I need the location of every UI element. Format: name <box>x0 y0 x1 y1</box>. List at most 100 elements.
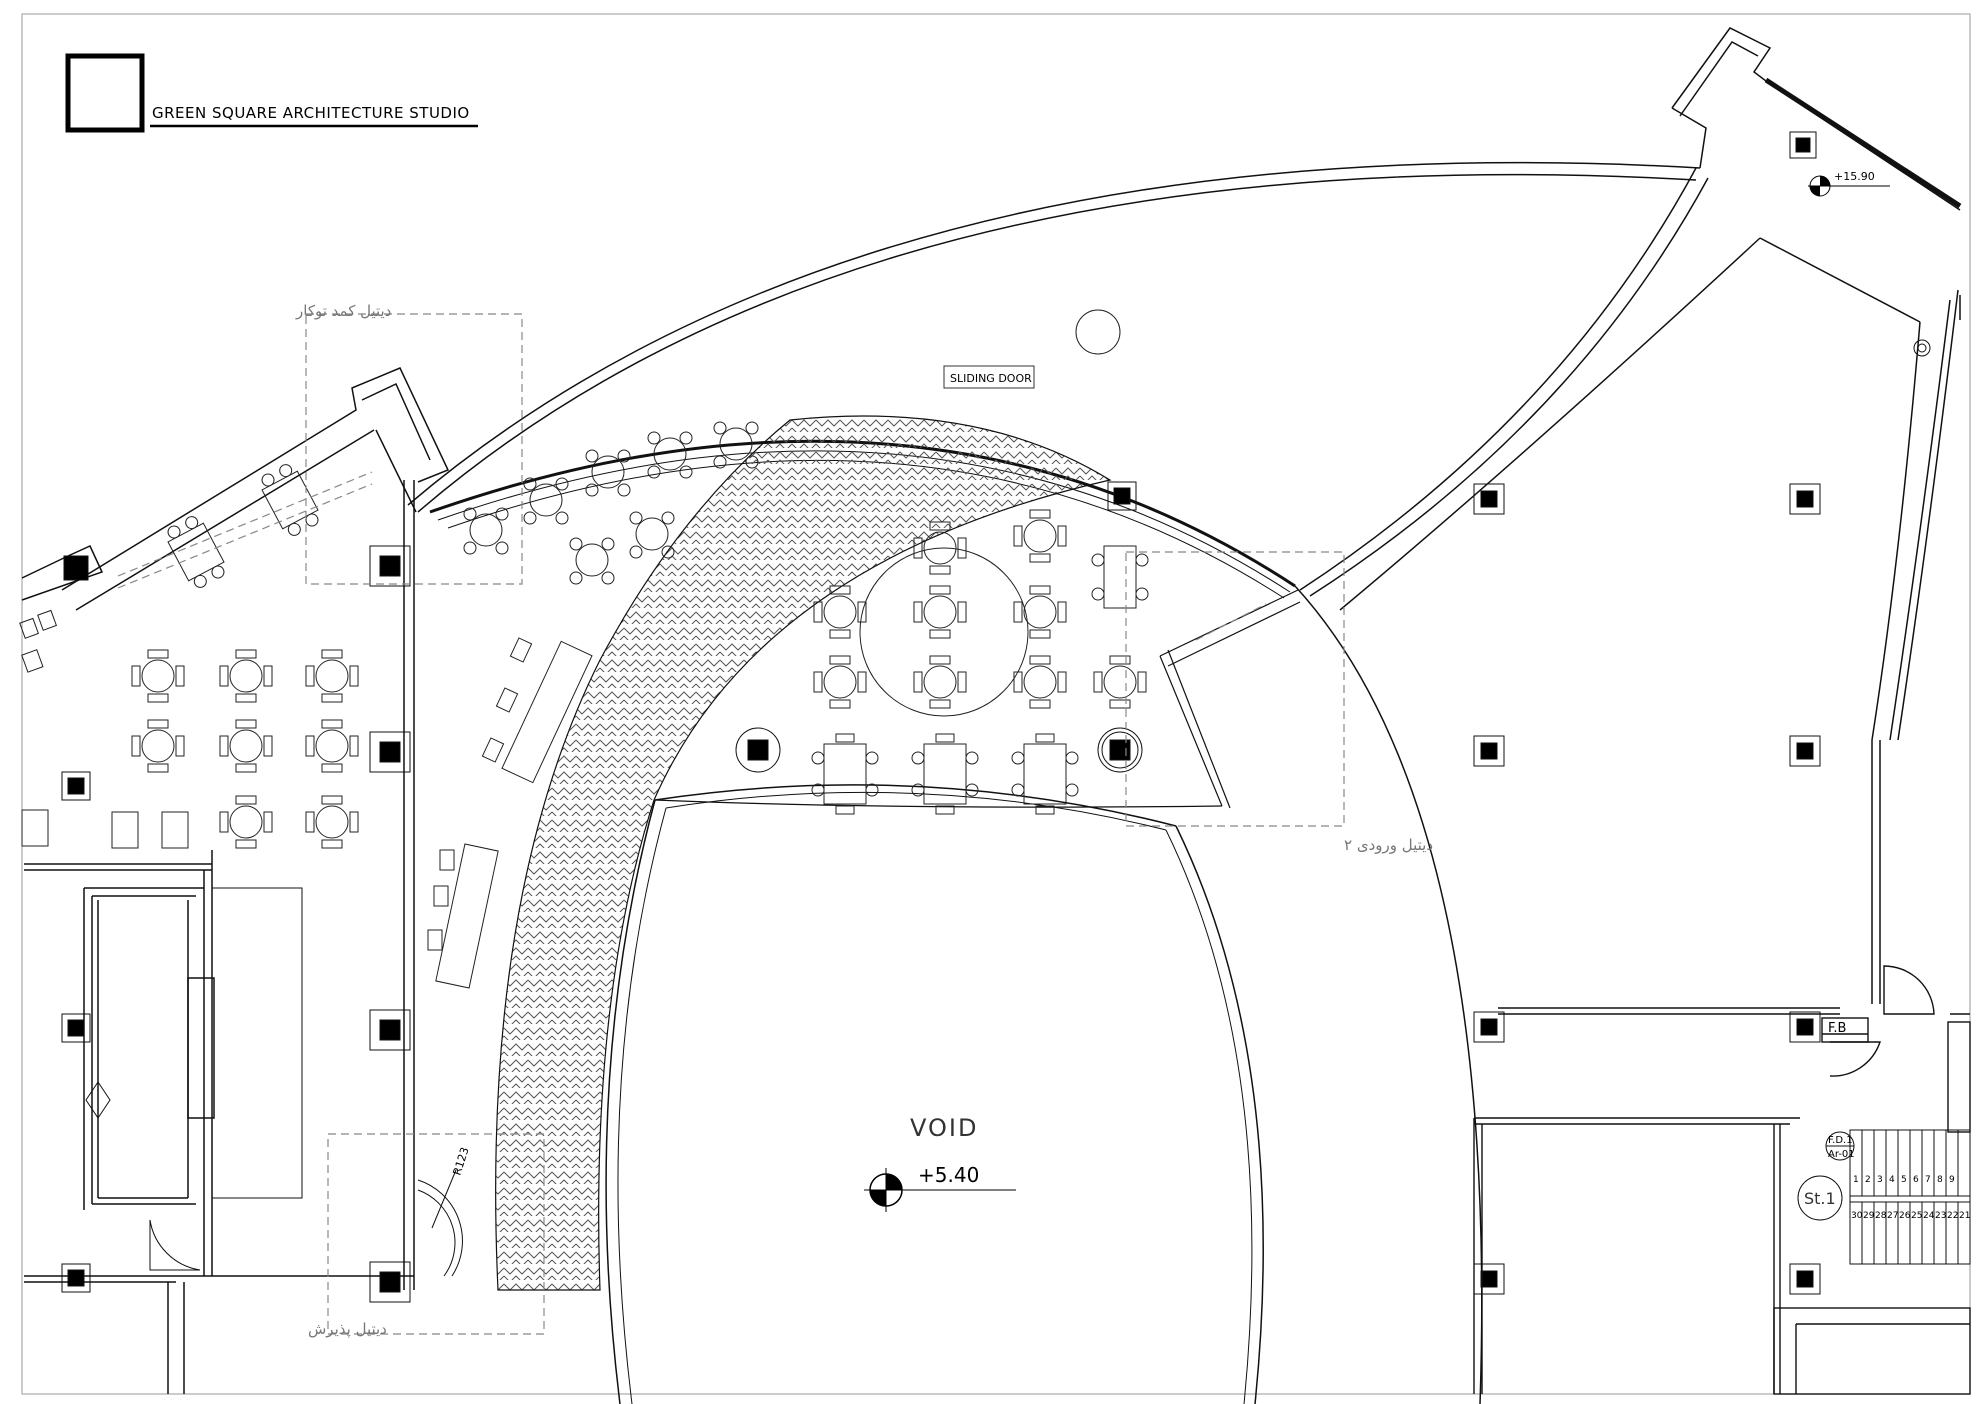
reception-curve <box>417 1169 463 1277</box>
column <box>63 555 89 581</box>
east-wing-walls <box>1339 27 1962 1004</box>
svg-text:9: 9 <box>1949 1175 1955 1185</box>
table-round <box>463 507 509 555</box>
table-round <box>219 649 273 703</box>
column <box>735 727 781 773</box>
svg-text:22: 22 <box>1947 1211 1958 1221</box>
bar-stools <box>19 609 189 849</box>
void-ring <box>605 585 1483 1404</box>
table-round <box>1013 655 1067 709</box>
reception-counter <box>85 887 303 1199</box>
svg-text:24: 24 <box>1923 1211 1935 1221</box>
svg-text:2: 2 <box>1865 1175 1871 1185</box>
center-dining <box>811 509 1149 815</box>
table-round <box>1093 655 1147 709</box>
column <box>1473 483 1505 515</box>
column <box>369 1261 411 1303</box>
table-square <box>167 516 225 588</box>
table-round <box>569 537 615 585</box>
stair-st1 <box>1797 1129 1971 1265</box>
svg-text:28: 28 <box>1875 1211 1887 1221</box>
table-rect <box>811 733 879 815</box>
svg-text:23: 23 <box>1935 1211 1946 1221</box>
east-drain-icon <box>1913 339 1931 357</box>
sliding-door-tag <box>943 365 1035 389</box>
detail-box-cabinet <box>305 313 523 585</box>
svg-text:6: 6 <box>1913 1175 1919 1185</box>
column <box>1789 1263 1821 1295</box>
zigzag-floor-band <box>495 415 1112 1291</box>
svg-text:30: 30 <box>1851 1211 1863 1221</box>
svg-text:21: 21 <box>1959 1211 1970 1221</box>
svg-text:1: 1 <box>1853 1175 1859 1185</box>
stair-number-row-bottom: 30 29 28 27 26 25 24 23 22 21 <box>1851 1211 1970 1221</box>
table-round <box>813 655 867 709</box>
column <box>1107 481 1137 511</box>
table-round <box>585 449 631 497</box>
svg-text:3: 3 <box>1877 1175 1883 1185</box>
table-round <box>219 795 273 849</box>
detail-label-entrance: دیتیل ورودی ۲ <box>1344 836 1433 854</box>
stair-tag <box>1797 1175 1843 1221</box>
column <box>1473 735 1505 767</box>
svg-text:27: 27 <box>1887 1211 1898 1221</box>
table-round <box>1013 585 1067 639</box>
wall-tables <box>167 464 319 588</box>
level-void-value: +5.40 <box>918 1163 979 1187</box>
outer-arc <box>407 161 1709 597</box>
svg-text:7: 7 <box>1925 1175 1931 1185</box>
column <box>369 545 411 587</box>
table-rect <box>911 733 979 815</box>
table-round <box>305 649 359 703</box>
sheet-border <box>21 13 1971 1395</box>
column <box>1789 131 1817 159</box>
detail-box-reception <box>327 1133 545 1335</box>
table-round <box>305 795 359 849</box>
skylight-icon <box>1075 309 1121 355</box>
radius-label: R123 <box>450 1146 471 1177</box>
svg-text:29: 29 <box>1863 1211 1875 1221</box>
column <box>1097 727 1143 773</box>
table-round <box>131 649 185 703</box>
fb-label: F.B <box>1828 1021 1846 1036</box>
sliding-door-label: SLIDING DOOR <box>950 372 1032 385</box>
svg-text:4: 4 <box>1889 1175 1895 1185</box>
table-round <box>219 719 273 773</box>
svg-text:8: 8 <box>1937 1175 1943 1185</box>
column <box>369 1009 411 1051</box>
table-round <box>713 421 759 469</box>
level-marker-void <box>864 1168 1016 1212</box>
stair-number-row-top: 1 2 3 4 5 6 7 8 9 <box>1853 1175 1955 1185</box>
center-circle <box>859 547 1029 717</box>
table-round <box>523 477 569 525</box>
columns <box>61 131 1821 1303</box>
reception-door <box>149 1219 201 1271</box>
table-rect <box>1091 545 1149 609</box>
column <box>1473 1263 1505 1295</box>
table-round <box>913 521 967 575</box>
table-round <box>131 719 185 773</box>
facade-tables <box>463 421 759 585</box>
table-square <box>261 464 319 536</box>
table-round <box>913 655 967 709</box>
booths <box>427 637 593 989</box>
table-round <box>305 719 359 773</box>
round-tables-west <box>131 649 359 849</box>
svg-text:25: 25 <box>1911 1211 1922 1221</box>
logo-square-icon <box>65 53 145 133</box>
table-round <box>1013 509 1067 563</box>
detail-box-entrance <box>1125 551 1345 827</box>
table-rect <box>1011 733 1079 815</box>
svg-text:26: 26 <box>1899 1211 1911 1221</box>
column <box>61 771 91 801</box>
level-top-value: +15.90 <box>1834 170 1875 183</box>
table-round <box>629 511 675 559</box>
column <box>1789 735 1821 767</box>
studio-logo: GREEN SQUARE ARCHITECTURE STUDIO <box>65 53 478 133</box>
svg-text:5: 5 <box>1901 1175 1907 1185</box>
studio-name: GREEN SQUARE ARCHITECTURE STUDIO <box>152 104 470 122</box>
detail-label-reception: دیتیل پذیرش <box>308 1320 387 1339</box>
column <box>61 1013 91 1043</box>
column <box>1473 1011 1505 1043</box>
